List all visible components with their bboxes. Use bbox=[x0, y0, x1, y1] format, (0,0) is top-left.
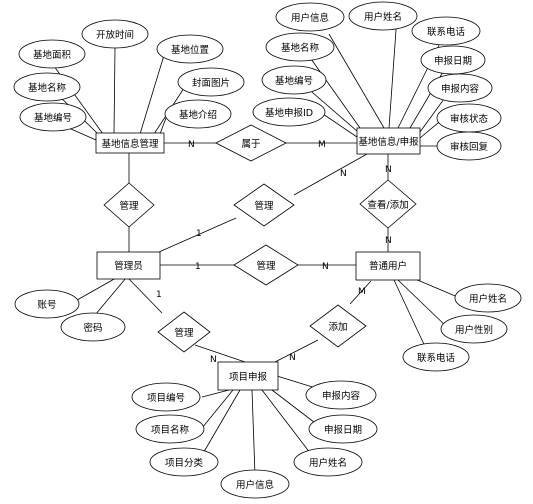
attr-base-name-mgmt: 基地名称 bbox=[13, 72, 81, 102]
card-manage-project-target: N bbox=[210, 355, 217, 365]
entity-normal-user: 普通用户 bbox=[355, 251, 421, 281]
attr-phone-normal-label: 联系电话 bbox=[417, 352, 456, 364]
attr-phone-report-label: 联系电话 bbox=[427, 26, 466, 38]
attr-project-name: 项目名称 bbox=[135, 414, 205, 444]
attr-user-info-report-label: 用户信息 bbox=[291, 12, 329, 24]
attr-project-user-name-label: 用户姓名 bbox=[309, 457, 347, 469]
attr-project-id-label: 项目编号 bbox=[147, 392, 185, 404]
rel-belongs-to: 属于 bbox=[215, 124, 287, 162]
rel-view-add-report-label: 查看/添加 bbox=[367, 199, 408, 211]
card-belongs-to-right: M bbox=[318, 140, 326, 150]
rel-manage-base-info-label: 管理 bbox=[119, 200, 139, 212]
attr-project-category: 项目分类 bbox=[149, 447, 219, 477]
attr-base-report-id: 基地申报ID bbox=[252, 97, 326, 127]
attr-base-report-id-label: 基地申报ID bbox=[265, 107, 313, 119]
card-view-add-bottom: N bbox=[385, 236, 392, 246]
attr-report-date: 申报日期 bbox=[420, 45, 486, 75]
attr-user-gender-label: 用户性别 bbox=[455, 324, 493, 336]
attr-base-location: 基地位置 bbox=[156, 34, 224, 64]
attr-project-user-info-label: 用户信息 bbox=[236, 479, 274, 491]
rel-add-project: 添加 bbox=[309, 304, 367, 348]
card-manage-report-target: N bbox=[340, 169, 347, 179]
entity-admin-label: 管理员 bbox=[114, 260, 143, 272]
rel-view-add-report: 查看/添加 bbox=[359, 179, 417, 229]
attr-base-intro-label: 基地介绍 bbox=[179, 109, 217, 121]
attr-base-intro: 基地介绍 bbox=[164, 99, 232, 129]
attr-project-id: 项目编号 bbox=[131, 382, 201, 412]
card-belongs-to-left: N bbox=[188, 140, 195, 150]
attr-project-user-name: 用户姓名 bbox=[293, 447, 363, 477]
card-manage-report-admin: 1 bbox=[196, 229, 202, 239]
attr-project-category-label: 项目分类 bbox=[165, 457, 204, 469]
attr-user-name-report: 用户姓名 bbox=[348, 1, 418, 31]
attr-base-name-report-label: 基地名称 bbox=[281, 42, 320, 54]
card-add-project-user: M bbox=[358, 287, 366, 297]
attr-user-gender: 用户性别 bbox=[440, 314, 508, 344]
attr-base-id-report-label: 基地编号 bbox=[275, 75, 313, 87]
entity-base-info-mgmt-label: 基地信息管理 bbox=[101, 138, 159, 150]
attr-project-report-content: 申报内容 bbox=[305, 380, 377, 410]
attr-report-date-label: 申报日期 bbox=[434, 55, 472, 67]
attr-base-area-label: 基地面积 bbox=[33, 49, 72, 61]
entity-project-report: 项目申报 bbox=[217, 361, 279, 391]
attr-review-reply-label: 审核回复 bbox=[450, 141, 489, 153]
rel-manage-base-info: 管理 bbox=[103, 182, 155, 228]
attr-user-name-normal: 用户姓名 bbox=[454, 283, 522, 313]
rel-manage-report-label: 管理 bbox=[254, 200, 274, 212]
attr-cover-image: 封面图片 bbox=[177, 67, 245, 97]
attr-project-report-date-label: 申报日期 bbox=[324, 424, 362, 436]
entity-base-info-report-label: 基地信息/申报 bbox=[358, 136, 419, 148]
entity-admin: 管理员 bbox=[96, 251, 161, 280]
attr-phone-normal: 联系电话 bbox=[402, 342, 470, 372]
attr-account: 账号 bbox=[14, 289, 80, 319]
attr-project-name-label: 项目名称 bbox=[151, 424, 190, 436]
rel-manage-user: 管理 bbox=[233, 244, 299, 286]
card-manage-user-admin: 1 bbox=[195, 262, 201, 272]
attr-base-id-report: 基地编号 bbox=[261, 65, 327, 95]
attr-project-report-content-label: 申报内容 bbox=[322, 390, 361, 402]
rel-manage-report: 管理 bbox=[233, 183, 295, 227]
entity-base-info-report: 基地信息/申报 bbox=[356, 127, 421, 155]
rel-belongs-to-label: 属于 bbox=[241, 139, 260, 150]
entity-project-report-label: 项目申报 bbox=[229, 371, 268, 383]
attr-project-report-date: 申报日期 bbox=[308, 414, 378, 444]
attr-account-label: 账号 bbox=[37, 300, 56, 311]
card-manage-project-admin: 1 bbox=[156, 290, 162, 300]
attr-user-info-report: 用户信息 bbox=[275, 2, 345, 32]
attr-base-name-mgmt-label: 基地名称 bbox=[28, 82, 67, 94]
card-view-add-top: N bbox=[385, 165, 392, 175]
attr-report-content: 申报内容 bbox=[427, 73, 493, 103]
attr-cover-image-label: 封面图片 bbox=[192, 77, 230, 89]
attr-base-id-mgmt: 基地编号 bbox=[19, 102, 87, 132]
attr-open-time-label: 开放时间 bbox=[96, 29, 134, 41]
attr-review-status: 审核状态 bbox=[436, 103, 502, 133]
rel-manage-project-label: 管理 bbox=[174, 327, 194, 339]
card-add-project-target: N bbox=[289, 353, 296, 363]
attr-phone-report: 联系电话 bbox=[411, 16, 481, 46]
attr-password-label: 密码 bbox=[83, 322, 102, 334]
attr-base-area: 基地面积 bbox=[18, 39, 86, 69]
attr-review-reply: 审核回复 bbox=[436, 131, 502, 161]
attr-project-user-info: 用户信息 bbox=[220, 469, 290, 499]
attr-base-name-report: 基地名称 bbox=[265, 32, 335, 62]
attr-base-id-mgmt-label: 基地编号 bbox=[34, 112, 72, 124]
entity-normal-user-label: 普通用户 bbox=[369, 260, 407, 272]
card-manage-user-target: N bbox=[322, 262, 329, 272]
entity-base-info-mgmt: 基地信息管理 bbox=[95, 132, 165, 154]
attr-review-status-label: 审核状态 bbox=[450, 113, 489, 125]
attr-user-name-report-label: 用户姓名 bbox=[364, 11, 402, 23]
rel-add-project-label: 添加 bbox=[328, 322, 347, 333]
attr-password: 密码 bbox=[60, 312, 126, 342]
attr-report-content-label: 申报内容 bbox=[441, 83, 480, 95]
connector-lines bbox=[45, 15, 461, 476]
rel-manage-user-label: 管理 bbox=[256, 260, 276, 272]
attr-base-location-label: 基地位置 bbox=[171, 44, 209, 56]
rel-manage-project: 管理 bbox=[157, 311, 211, 353]
attr-open-time: 开放时间 bbox=[81, 19, 149, 49]
attr-user-name-normal-label: 用户姓名 bbox=[469, 293, 507, 305]
